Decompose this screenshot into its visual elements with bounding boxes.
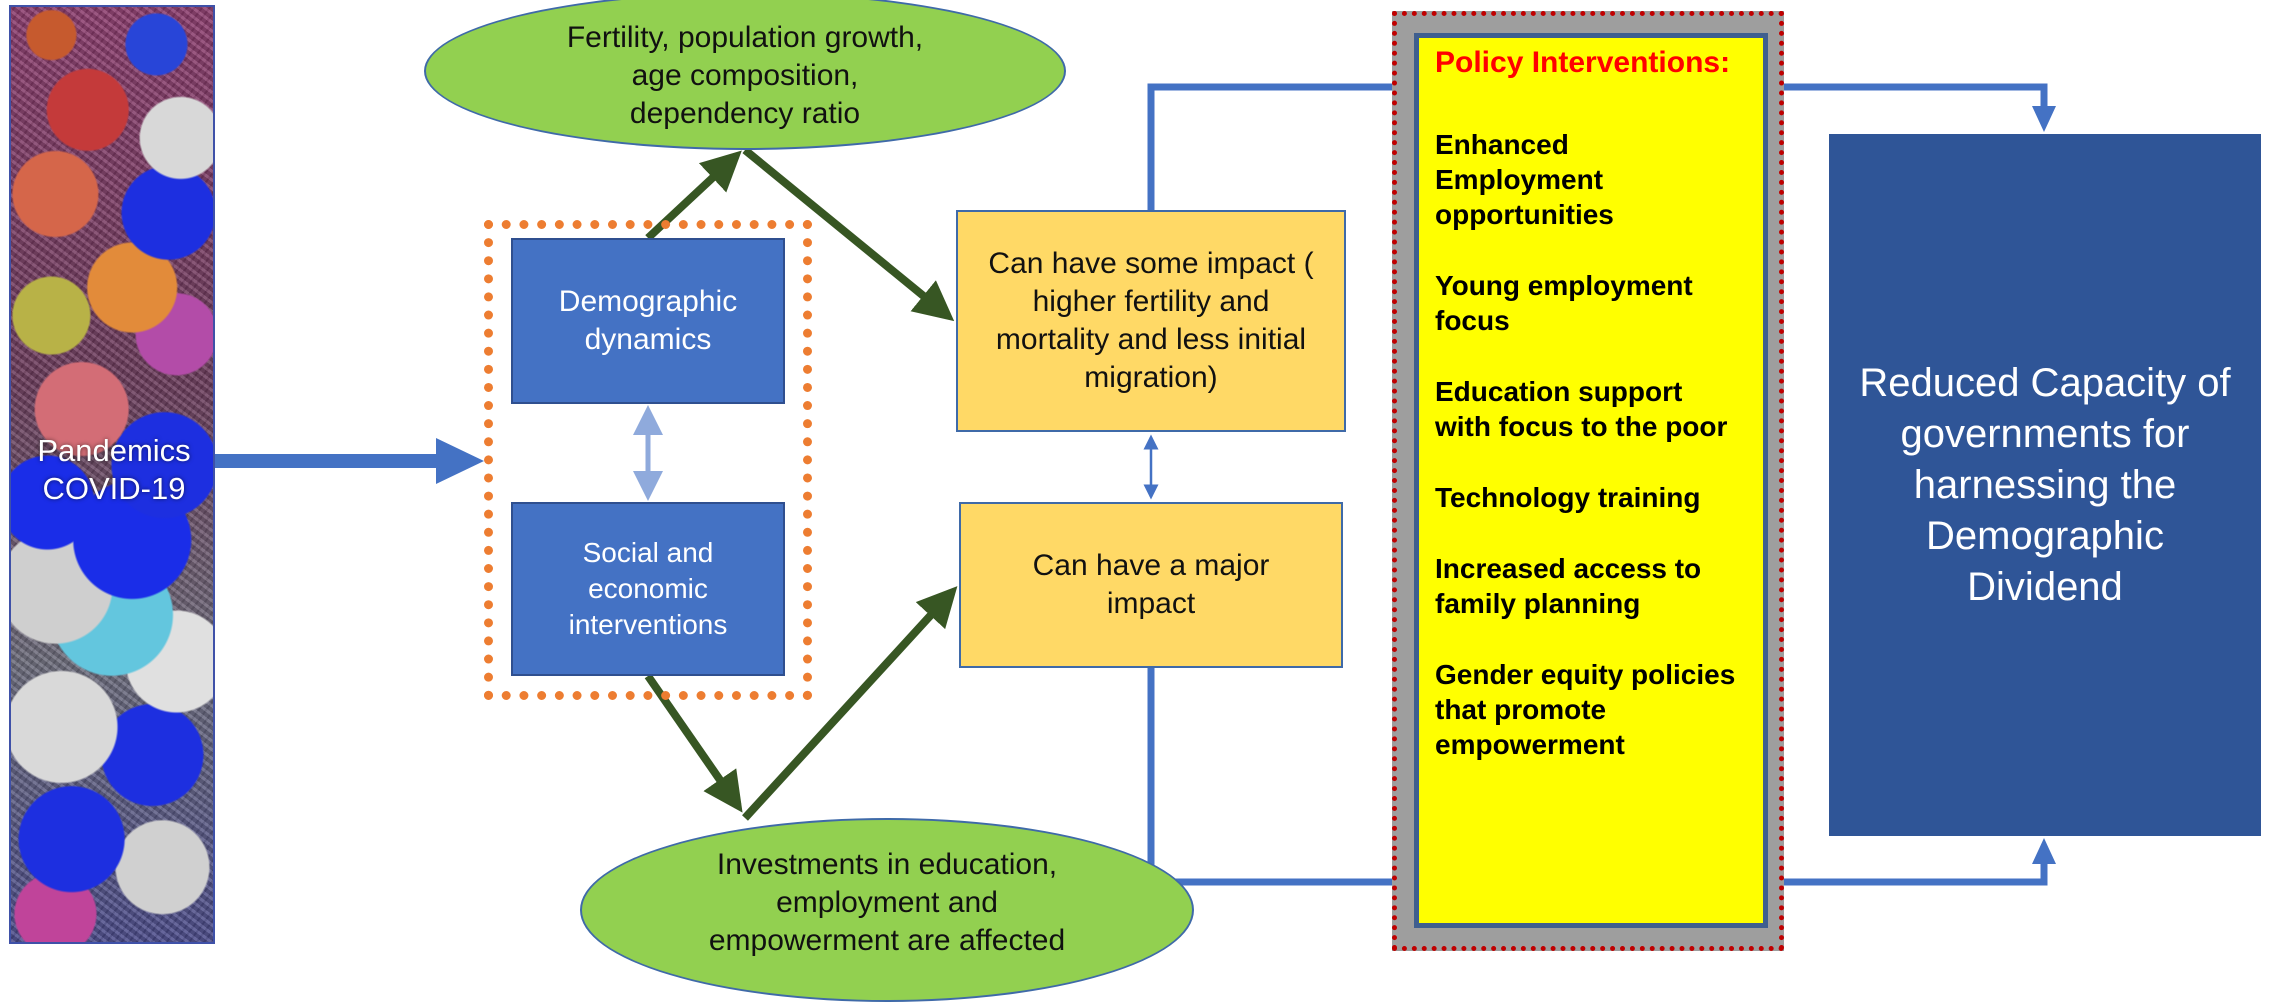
pandemic-image-panel: Pandemics COVID-19: [9, 5, 215, 944]
outcome-ellipse-bottom: Investments in education, employment and…: [580, 818, 1194, 1002]
policy-item: Gender equity policies that promote empo…: [1435, 659, 1736, 760]
social-economic-box: Social and economic interventions: [511, 502, 785, 676]
policy-item: Education support with focus to the poor: [1435, 376, 1728, 442]
policy-panel: [1414, 33, 1768, 928]
demographic-dynamics-box: Demographic dynamics: [511, 238, 785, 404]
connector-policy-to-result-top: [1784, 83, 2048, 108]
dynamics-group-box: [484, 220, 812, 700]
policy-item: Increased access to family planning: [1435, 553, 1702, 619]
connector-some-to-policy: [1147, 83, 1392, 210]
pandemic-label: Pandemics COVID-19: [37, 433, 191, 506]
pandemic-arrowhead: [436, 438, 484, 484]
arrowhead-result-top: [2032, 106, 2056, 132]
result-box: Reduced Capacity of governments for harn…: [1829, 134, 2261, 836]
policy-item: Technology training: [1435, 482, 1701, 513]
policy-content: Policy Interventions: Enhanced Employmen…: [1435, 45, 1765, 762]
arrow-bottom-to-major: [742, 586, 958, 821]
policy-item: Enhanced Employment opportunities: [1435, 129, 1614, 230]
connector-major-to-policy: [1147, 668, 1392, 886]
connector-policy-to-result-bottom: [1784, 862, 2048, 886]
policy-item: Young employment focus: [1435, 270, 1693, 336]
major-impact-box: Can have a major impact: [959, 502, 1343, 668]
arrowhead-result-bottom: [2032, 838, 2056, 864]
arrow-top-to-some: [742, 146, 955, 322]
some-impact-box: Can have some impact ( higher fertility …: [956, 210, 1346, 432]
policy-title: Policy Interventions:: [1435, 46, 1731, 79]
outcome-ellipse-top: Fertility, population growth, age compos…: [424, 0, 1066, 150]
